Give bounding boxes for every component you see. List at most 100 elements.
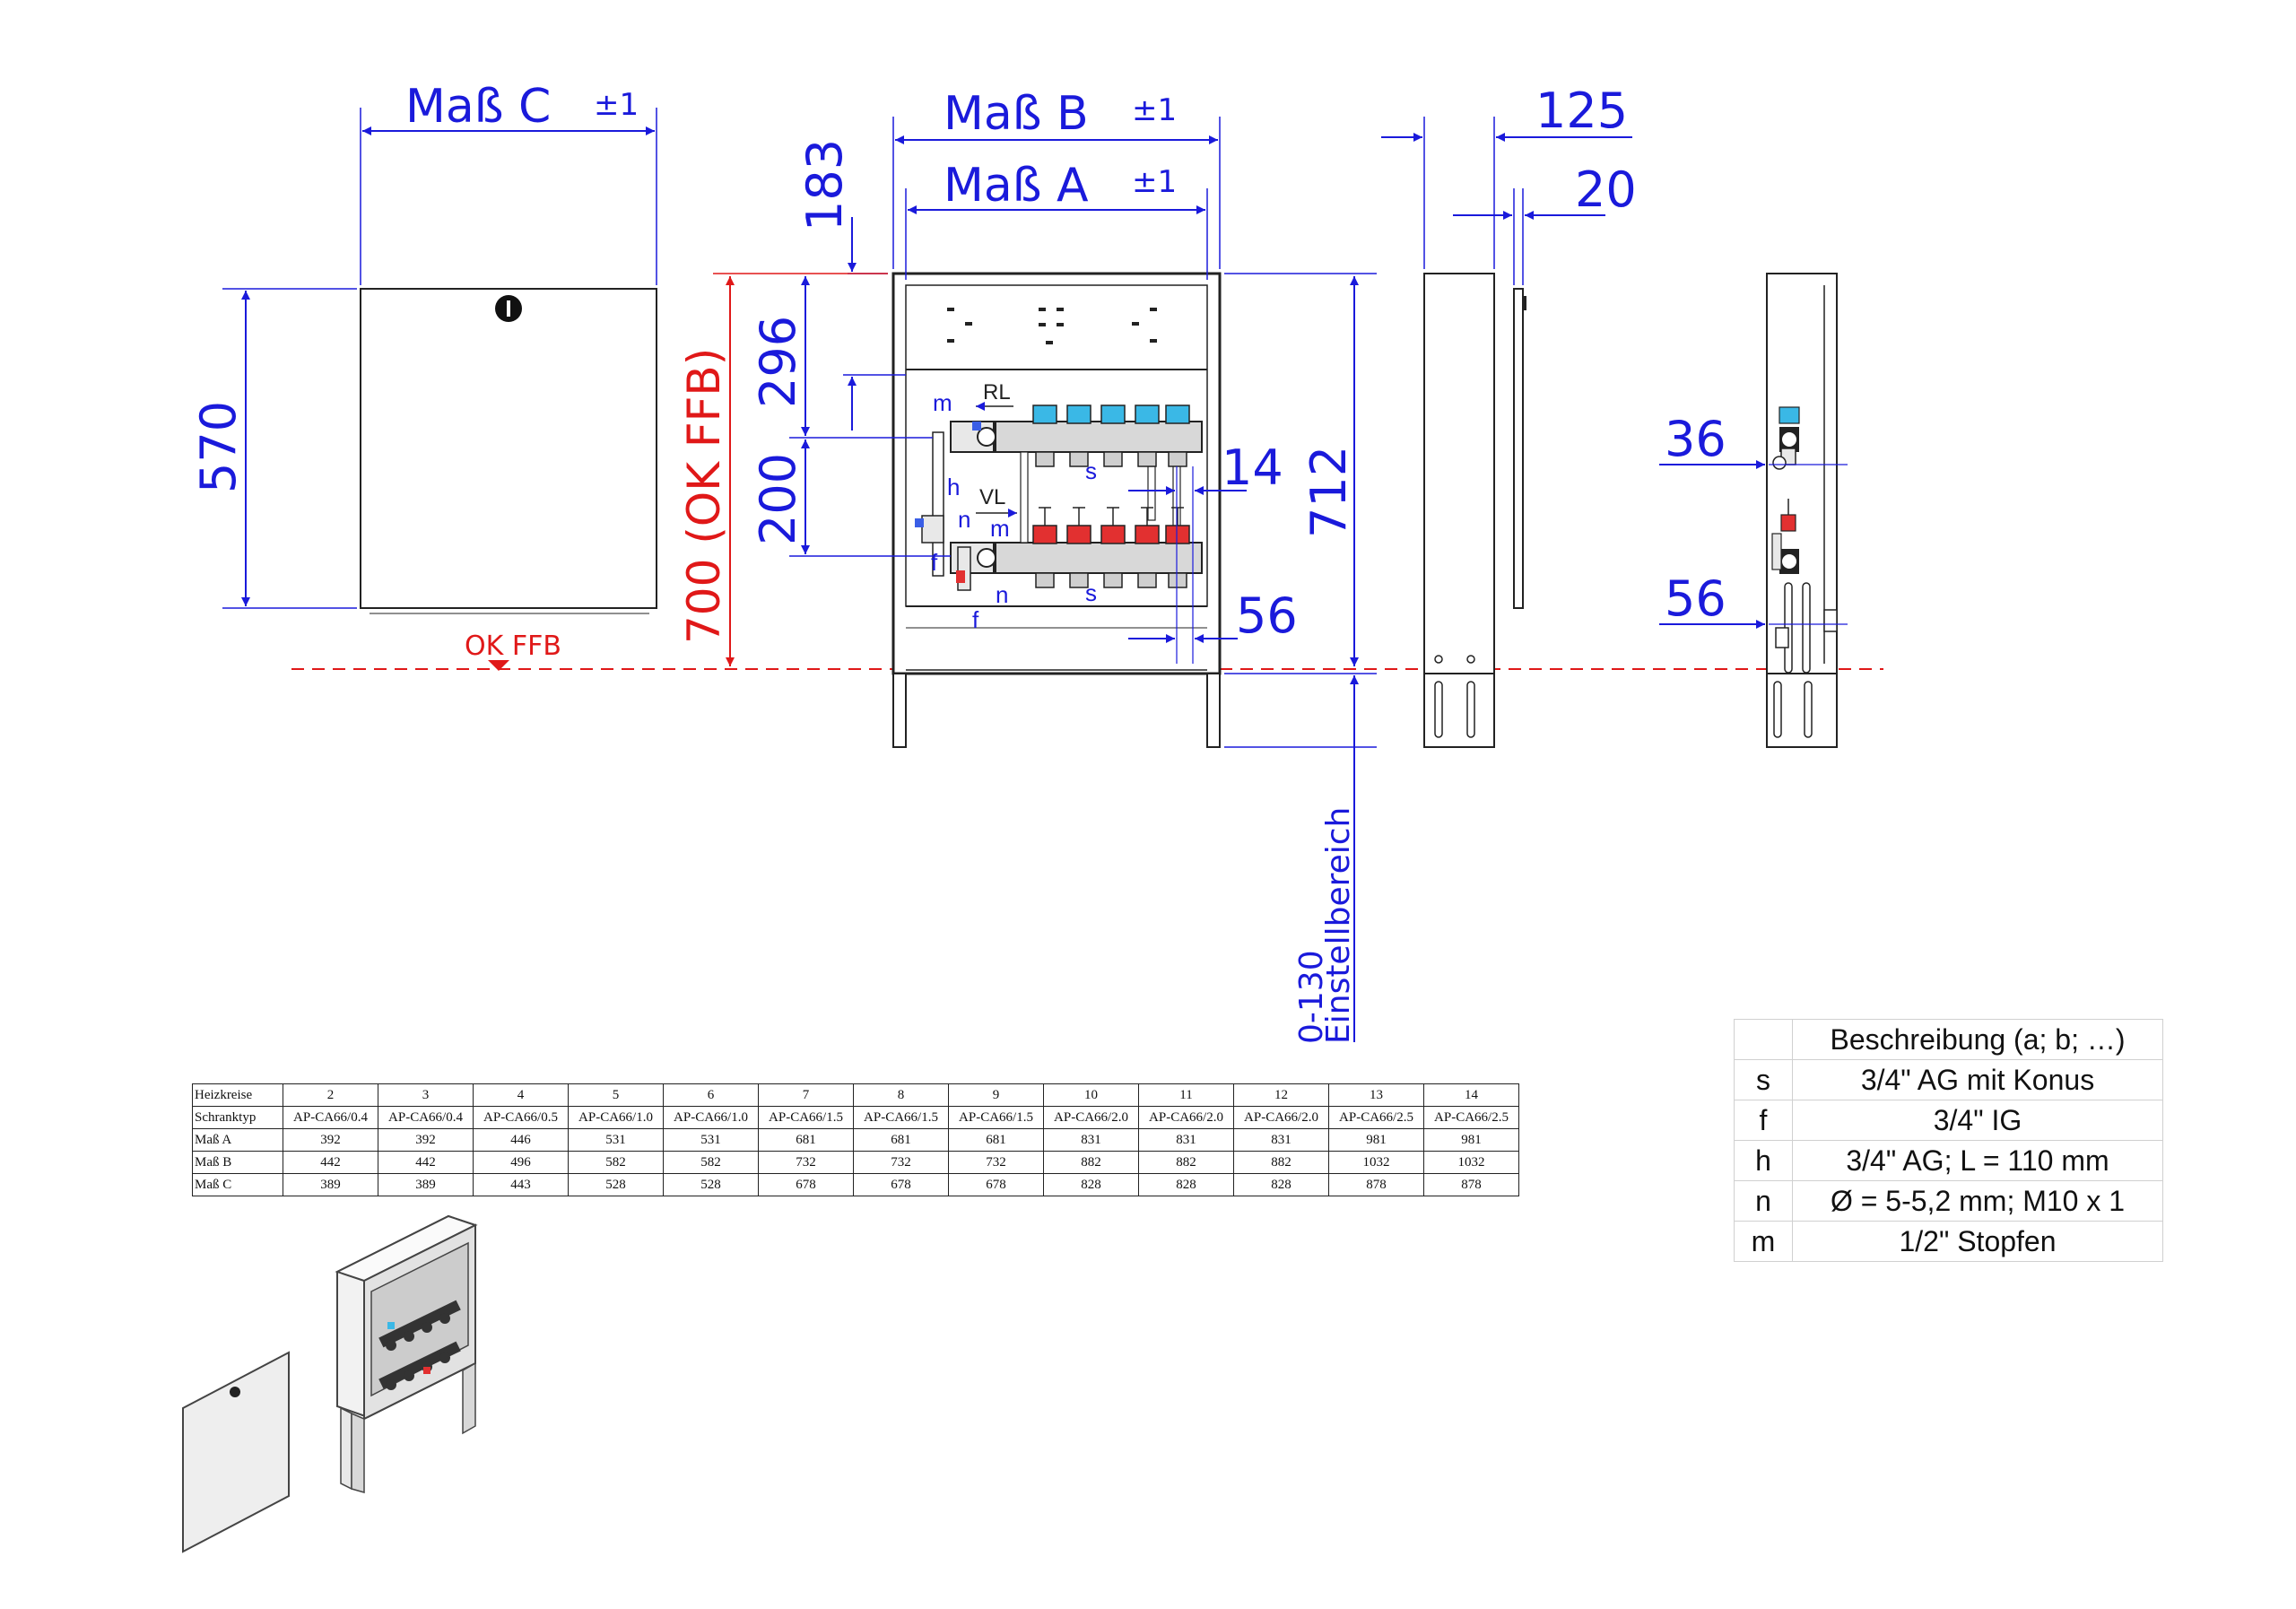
spec-cell: 11: [1138, 1083, 1234, 1107]
label-n-lower: n: [996, 581, 1008, 608]
spec-cell: AP-CA66/1.5: [948, 1106, 1044, 1129]
dim-700-ok-ffb: 700 (OK FFB): [678, 273, 888, 666]
spec-cell: 3: [378, 1083, 474, 1107]
spec-cell: 13: [1328, 1083, 1424, 1107]
dim-20: 20: [1453, 161, 1637, 285]
spec-cell: 732: [853, 1151, 949, 1174]
dim-14-label: 14: [1222, 439, 1283, 496]
spec-cell: 981: [1423, 1128, 1519, 1152]
legend-value: 3/4" AG mit Konus: [1792, 1059, 2163, 1100]
spec-cell: 681: [948, 1128, 1044, 1152]
label-n-upper: n: [958, 506, 970, 533]
spec-cell: 732: [758, 1151, 854, 1174]
dim-mass-a: Maß A ±1: [905, 159, 1208, 280]
dim-570-label: 570: [190, 401, 247, 493]
legend-header: Beschreibung (a; b; …): [1792, 1019, 2163, 1060]
spec-cell: AP-CA66/2.0: [1138, 1106, 1234, 1129]
dim-14: 14: [1128, 439, 1283, 664]
spec-cell: AP-CA66/2.0: [1233, 1106, 1329, 1129]
supply-valves: [1032, 507, 1190, 544]
return-manifold: [995, 421, 1203, 453]
spec-cell: 442: [378, 1151, 474, 1174]
dim-56-front-label: 56: [1236, 587, 1298, 644]
mass-c-tolerance: ±1: [594, 87, 639, 123]
dim-296-label: 296: [750, 316, 806, 408]
spec-cell: AP-CA66/2.5: [1328, 1106, 1424, 1129]
door-3d-lock-icon: [230, 1387, 240, 1397]
spec-cell: 10: [1043, 1083, 1139, 1107]
label-s-lower: s: [1085, 579, 1097, 606]
spec-cell: 389: [378, 1173, 474, 1196]
dim-36: 36: [1659, 411, 1848, 469]
dim-56-front: 56: [1128, 587, 1298, 644]
legend-key: n: [1734, 1180, 1793, 1222]
spec-cell: 582: [568, 1151, 664, 1174]
spec-cell: AP-CA66/0.4: [283, 1106, 378, 1129]
spec-cell: 531: [663, 1128, 759, 1152]
spec-cell: 7: [758, 1083, 854, 1107]
spec-cell: AP-CA66/0.4: [378, 1106, 474, 1129]
cabinet-side-view: [1423, 273, 1526, 748]
manifold-assembly: [915, 404, 1203, 591]
legend-key: m: [1734, 1221, 1793, 1262]
spec-cell: 882: [1138, 1151, 1234, 1174]
spec-cell: 582: [663, 1151, 759, 1174]
label-s-upper: s: [1085, 457, 1097, 484]
spec-cell: AP-CA66/1.5: [853, 1106, 949, 1129]
spec-cell: AP-CA66/2.5: [1423, 1106, 1519, 1129]
spec-cell: 882: [1233, 1151, 1329, 1174]
legend-value: 1/2" Stopfen: [1792, 1221, 2163, 1262]
legend-key: h: [1734, 1140, 1793, 1181]
dim-20-label: 20: [1575, 161, 1637, 218]
spec-cell: 389: [283, 1173, 378, 1196]
label-f-left: f: [931, 549, 938, 576]
spec-cell: 878: [1328, 1173, 1424, 1196]
cabinet-section-view: [1766, 273, 1838, 748]
legend-header-row: Beschreibung (a; b; …): [1734, 1019, 2163, 1060]
spec-cell: 2: [283, 1083, 378, 1107]
spec-row-label: Maß A: [192, 1128, 283, 1152]
spec-cell: 831: [1043, 1128, 1139, 1152]
spec-row-label: Schranktyp: [192, 1106, 283, 1129]
spec-cell: 9: [948, 1083, 1044, 1107]
dim-mass-b: Maß B ±1: [892, 87, 1221, 269]
legend-value: 3/4" AG; L = 110 mm: [1792, 1140, 2163, 1181]
ok-ffb-label: OK FFB: [465, 631, 561, 662]
spec-cell: AP-CA66/1.0: [663, 1106, 759, 1129]
dim-125: 125: [1381, 83, 1632, 269]
label-m-top: m: [933, 389, 952, 416]
dim-56-side-label: 56: [1665, 570, 1726, 627]
spec-cell: 8: [853, 1083, 949, 1107]
supply-manifold: [995, 542, 1203, 574]
spec-cell: AP-CA66/1.0: [568, 1106, 664, 1129]
dim-700-label: 700 (OK FFB): [678, 348, 730, 644]
mass-b-tolerance: ±1: [1132, 92, 1177, 128]
spec-cell: 831: [1138, 1128, 1234, 1152]
spec-cell: 443: [473, 1173, 569, 1196]
door-3d: [182, 1351, 290, 1553]
spec-cell: 878: [1423, 1173, 1519, 1196]
label-h: h: [947, 474, 960, 500]
spec-cell: 14: [1423, 1083, 1519, 1107]
spec-cell: 446: [473, 1128, 569, 1152]
cabinet-3d-view: [182, 1214, 478, 1553]
dim-296: 296: [750, 276, 906, 436]
spec-cell: 681: [853, 1128, 949, 1152]
spec-cell: 678: [948, 1173, 1044, 1196]
spec-cell: 528: [663, 1173, 759, 1196]
return-valves: [1032, 404, 1190, 424]
spec-cell: 1032: [1328, 1151, 1424, 1174]
door-lock-icon: [495, 295, 522, 322]
mass-b-label: Maß B: [944, 87, 1089, 141]
einstellbereich-label: 0-130: [1293, 950, 1330, 1044]
dim-200-label: 200: [750, 453, 806, 545]
dim-mass-c: Maß C ±1: [360, 80, 657, 285]
label-m-lower: m: [990, 515, 1010, 542]
spec-row-label: Maß C: [192, 1173, 283, 1196]
